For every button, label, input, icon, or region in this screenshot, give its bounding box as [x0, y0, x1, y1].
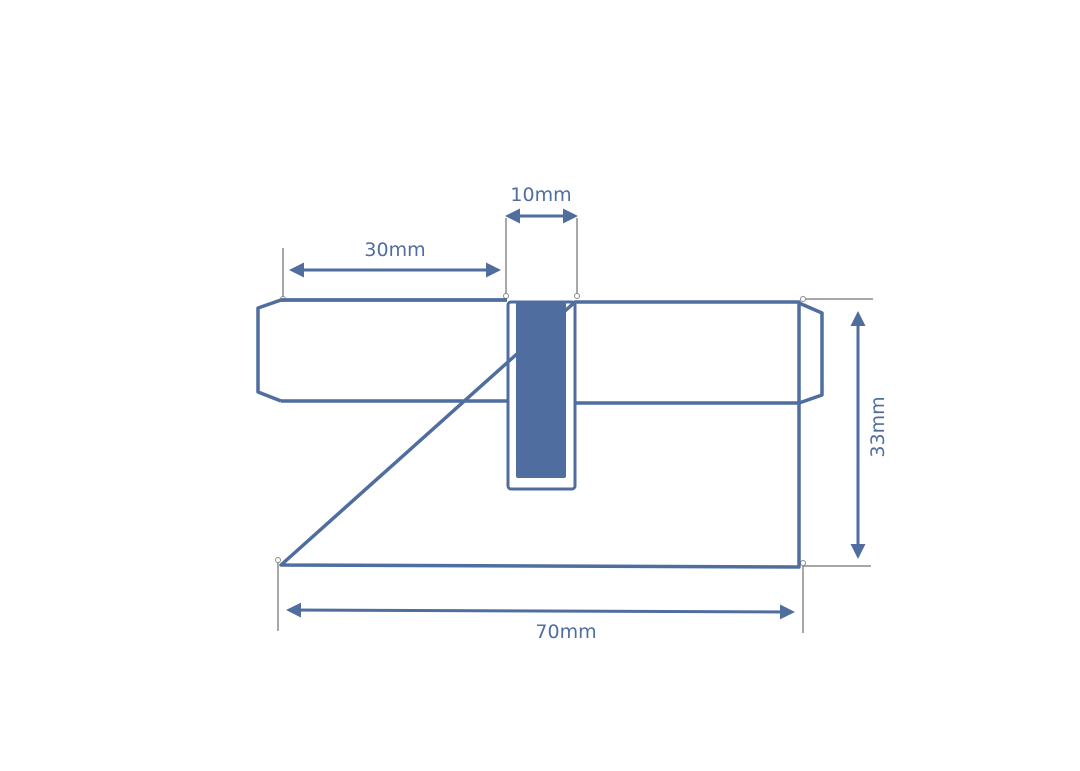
length-arrow: [286, 602, 795, 620]
node-marker: [574, 293, 580, 299]
node-markers: [275, 293, 806, 566]
left-end-cap: [256, 298, 282, 403]
node-marker: [275, 557, 281, 563]
node-marker: [800, 560, 806, 566]
node-marker: [800, 296, 806, 302]
offset-label: 30mm: [364, 239, 425, 261]
right-end-cap: [798, 301, 824, 405]
node-marker: [503, 293, 509, 299]
height-label: 33mm: [867, 396, 889, 457]
extension-lines: [277, 218, 873, 633]
cam-width-label: 10mm: [510, 184, 571, 206]
dimension-arrows: [286, 208, 866, 620]
cam: [516, 302, 566, 478]
cylinder-body: [256, 298, 824, 569]
overall-length-label: 70mm: [535, 621, 596, 643]
